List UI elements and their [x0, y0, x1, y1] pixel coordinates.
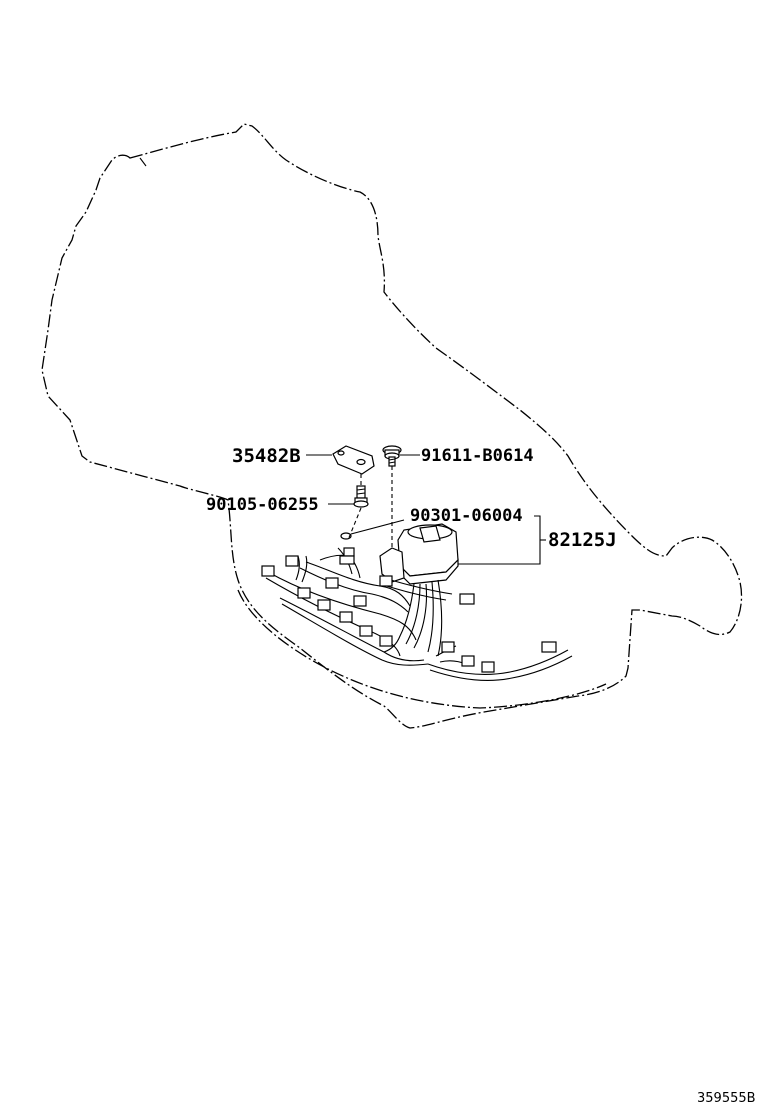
- upper-bolt-part: [382, 445, 402, 467]
- figure-id: 359555B: [697, 1091, 756, 1106]
- label-bracket: 35482B: [232, 445, 301, 467]
- label-wire-harness: 82125J: [548, 529, 617, 551]
- transmission-housing-outline: [41, 123, 743, 729]
- label-o-ring: 90301-06004: [410, 506, 523, 526]
- label-upper-bolt: 91611-B0614: [421, 446, 534, 466]
- label-lower-bolt: 90105-06255: [206, 495, 319, 515]
- o-ring-part: [340, 532, 352, 540]
- harness-connectors: [261, 547, 557, 673]
- wire-harness-part: [261, 523, 573, 681]
- leader-lines: [306, 454, 546, 565]
- bracket-part: [332, 445, 375, 475]
- lower-bolt-part: [353, 485, 369, 508]
